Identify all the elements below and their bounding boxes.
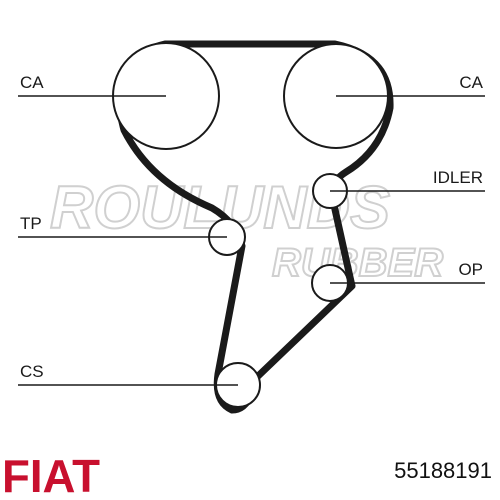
part-number: 55188191 (394, 458, 492, 483)
leader-lines (18, 95, 485, 386)
fiat-logo: FIAT (2, 450, 100, 500)
label-tp: TP (20, 214, 42, 233)
label-op: OP (458, 260, 483, 279)
watermark-sub: RUBBER (272, 241, 443, 285)
fiat-logo-text: FIAT (2, 450, 100, 500)
label-cs: CS (20, 362, 44, 381)
label-ca-right: CA (459, 73, 483, 92)
label-idler: IDLER (433, 168, 483, 187)
timing-belt (115, 40, 394, 414)
label-ca-left: CA (20, 73, 44, 92)
